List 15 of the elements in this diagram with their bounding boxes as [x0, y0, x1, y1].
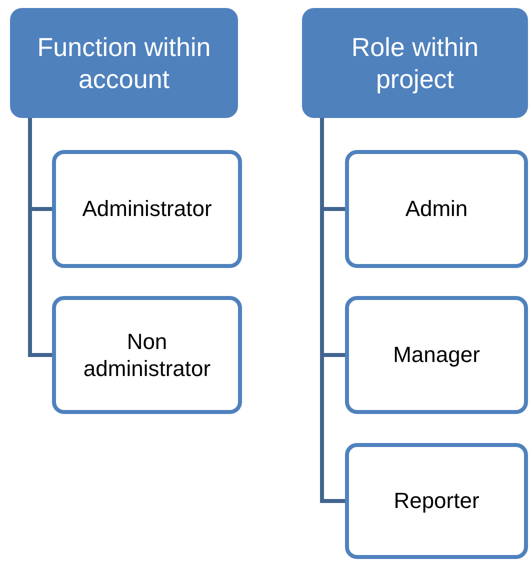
item-box: [52, 150, 242, 268]
item-box: [345, 443, 528, 559]
header-box: [10, 8, 238, 118]
item-box: [345, 296, 528, 414]
item-text: Admin: [405, 195, 468, 223]
header-box: [302, 8, 528, 118]
header-text: Function within account: [36, 30, 212, 96]
item-text: Manager: [393, 341, 480, 369]
item-box: [52, 296, 242, 414]
item-text: Administrator: [82, 195, 212, 223]
header-text: Role within project: [350, 30, 480, 96]
item-box: [345, 150, 528, 268]
item-text: Reporter: [394, 487, 480, 515]
item-text: Non administrator: [82, 328, 212, 382]
connector-line: [320, 118, 345, 503]
